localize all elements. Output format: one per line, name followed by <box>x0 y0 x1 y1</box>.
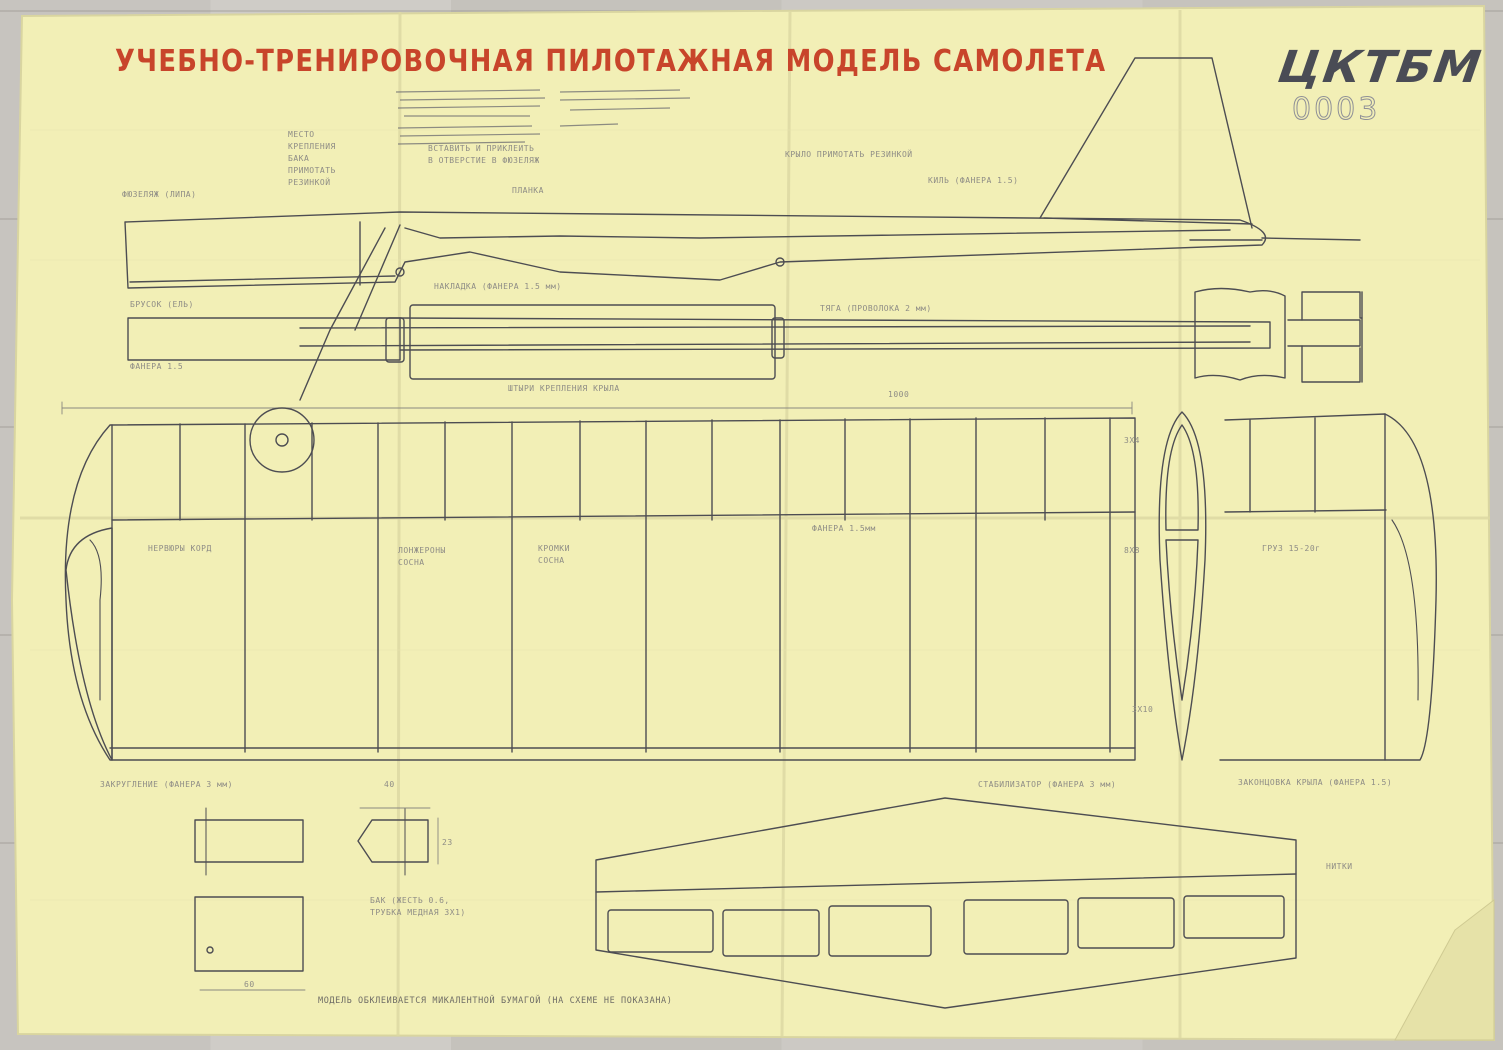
wing-tip-plan <box>1219 413 1437 761</box>
label-dim-3x4: 3Х4 <box>1124 436 1140 445</box>
label-krylo-primotat: КРЫЛО ПРИМОТАТЬ РЕЗИНКОЙ <box>785 150 913 159</box>
label-otverstie: В ОТВЕРСТИЕ В ФЮЗЕЛЯЖ <box>428 156 540 165</box>
label-mesto: МЕСТО <box>288 130 315 139</box>
label-nitki: НИТКИ <box>1326 862 1353 871</box>
fold-lines <box>20 10 1490 1038</box>
curled-corner <box>1394 898 1495 1041</box>
main-wing-plan <box>64 407 1136 761</box>
paper <box>10 4 1496 1042</box>
label-dim-60: 60 <box>244 980 255 989</box>
label-zakruglenie: ЗАКРУГЛЕНИЕ (ФАНЕРА 3 мм) <box>100 780 233 789</box>
label-kil: КИЛЬ (ФАНЕРА 1.5) <box>928 176 1019 185</box>
notes-scribbles <box>395 89 691 145</box>
fuselage-top-view <box>127 287 1363 383</box>
label-dim-40: 40 <box>384 780 395 789</box>
label-dim-23: 23 <box>442 838 453 847</box>
rib-profile <box>1158 411 1207 761</box>
label-planka: ПЛАНКА <box>512 186 544 195</box>
label-lonzheron: ЛОНЖЕРОНЫ <box>398 546 446 555</box>
label-fuselage: ФЮЗЕЛЯЖ (ЛИПА) <box>122 190 197 199</box>
stabilizer-plan <box>595 797 1297 1009</box>
logo-text: ЦКТБМ <box>1274 42 1486 93</box>
label-sosna-1: СОСНА <box>398 558 425 567</box>
logo-number: 0003 <box>1291 92 1381 128</box>
label-brusok: БРУСОК (ЕЛЬ) <box>130 300 194 309</box>
bottom-note: МОДЕЛЬ ОБКЛЕИВАЕТСЯ МИКАЛЕНТНОЙ БУМАГОЙ … <box>318 996 673 1006</box>
label-dim-8x8: 8Х8 <box>1124 546 1140 555</box>
label-krepleniya: КРЕПЛЕНИЯ <box>288 142 336 151</box>
label-shtyri: ШТЫРИ КРЕПЛЕНИЯ КРЫЛА <box>508 384 620 393</box>
label-bak-1: БАК (ЖЕСТЬ 0.6, <box>370 896 450 905</box>
label-nakladka: НАКЛАДКА (ФАНЕРА 1.5 мм) <box>434 282 562 291</box>
label-fanera-mm: ФАНЕРА 1.5мм <box>812 524 876 533</box>
tank-views <box>194 807 439 991</box>
fuselage-side-view <box>124 57 1361 401</box>
label-tyaga: ТЯГА (ПРОВОЛОКА 2 мм) <box>820 304 932 313</box>
span-dimension <box>61 401 1133 415</box>
poster-title: УЧЕБНО-ТРЕНИРОВОЧНАЯ ПИЛОТАЖНАЯ МОДЕЛЬ С… <box>115 44 1107 79</box>
faint-grid <box>30 129 1480 901</box>
label-stabilizator: СТАБИЛИЗАТОР (ФАНЕРА 3 мм) <box>978 780 1117 789</box>
label-gruz: ГРУЗ 15-20г <box>1262 544 1321 553</box>
label-dim-3x10: 3Х10 <box>1132 705 1154 714</box>
label-kromki: КРОМКИ <box>538 544 570 553</box>
label-rezinkoy: РЕЗИНКОЙ <box>288 178 331 187</box>
label-bak-2: ТРУБКА МЕДНАЯ 3Х1) <box>370 908 466 917</box>
label-primotat: ПРИМОТАТЬ <box>288 166 336 175</box>
label-span: 1000 <box>888 390 910 399</box>
label-zakoncovka: ЗАКОНЦОВКА КРЫЛА (ФАНЕРА 1.5) <box>1238 778 1393 787</box>
label-fanera15: ФАНЕРА 1.5 <box>130 362 184 371</box>
label-vstavit: ВСТАВИТЬ И ПРИКЛЕИТЬ <box>428 144 535 153</box>
label-sosna-2: СОСНА <box>538 556 565 565</box>
label-nervyury: НЕРВЮРЫ КОРД <box>148 544 212 553</box>
label-baka: БАКА <box>288 154 310 163</box>
